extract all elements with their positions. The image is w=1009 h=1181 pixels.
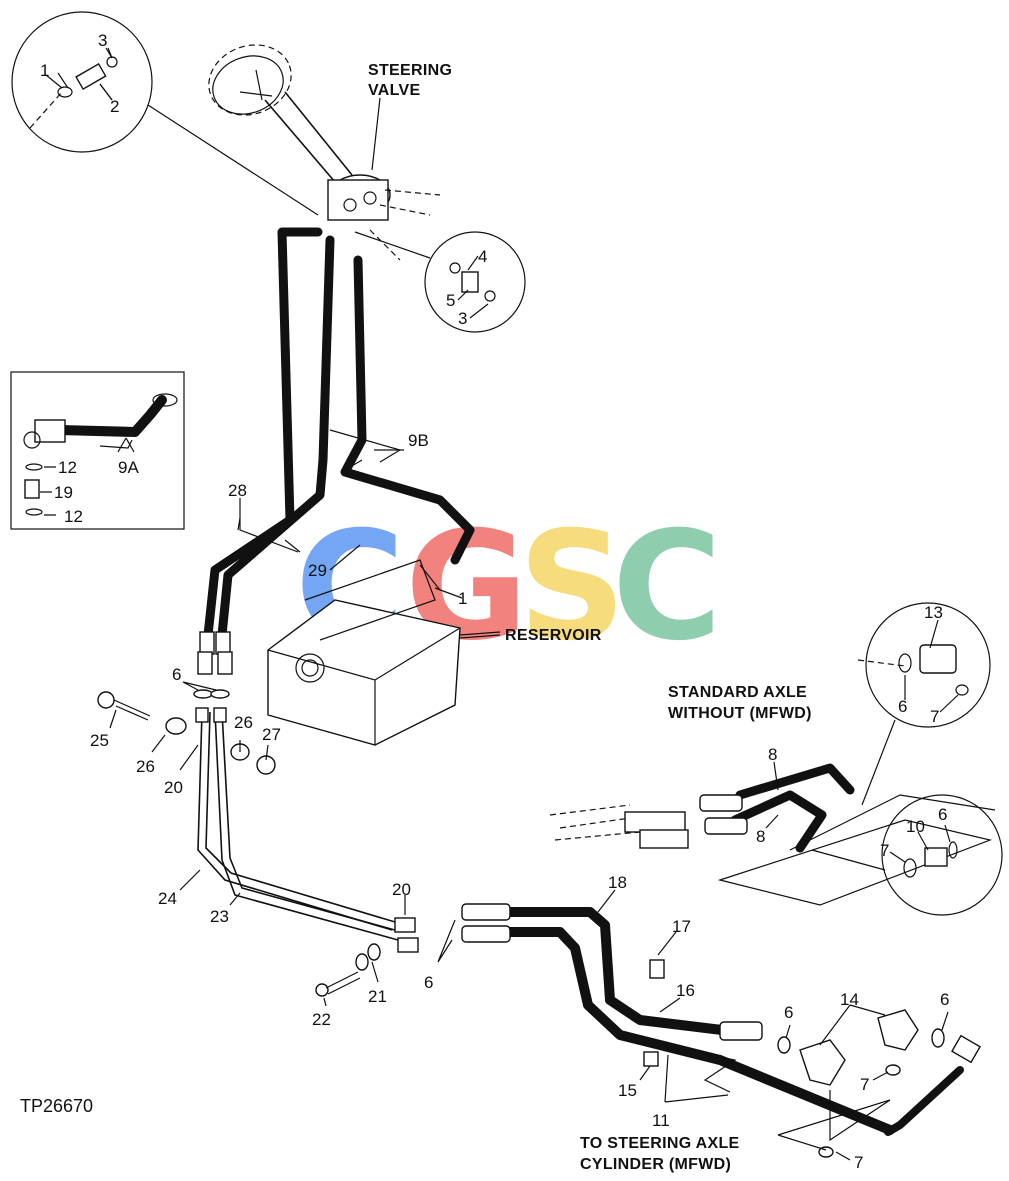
- callout: 7: [880, 841, 889, 860]
- callout: 4: [478, 247, 487, 266]
- callout: 12: [58, 458, 77, 477]
- callout: 6: [898, 697, 907, 716]
- elbow-fittings: [799, 1009, 981, 1158]
- reservoir-label: RESERVOIR: [505, 627, 602, 644]
- callout: 21: [368, 987, 387, 1006]
- callout: 24: [158, 889, 177, 908]
- callout: 20: [164, 778, 183, 797]
- callout: 28: [228, 481, 247, 500]
- hoses-to-cylinder: [461, 903, 895, 1135]
- callout: 27: [262, 725, 281, 744]
- watermark-letter-c2: C: [612, 500, 722, 674]
- standard-axle-section: [549, 602, 1003, 916]
- callout: 9B: [408, 431, 429, 450]
- callout: 7: [854, 1153, 863, 1172]
- leader-lines: [40, 47, 959, 1161]
- callout-numbers: 1 2 3 4 5 3 9B 9A 12 19 12 28 29 1 6 25 …: [40, 31, 949, 1172]
- captions: STEERING VALVE RESERVOIR STANDARD AXLE W…: [20, 62, 812, 1173]
- callout: 12: [64, 507, 83, 526]
- callout: 25: [90, 731, 109, 750]
- steering-hoses: [197, 227, 475, 675]
- to-steering-label-line2: CYLINDER (MFWD): [580, 1156, 731, 1173]
- document-code: TP26670: [20, 1096, 93, 1116]
- steering-wheel: [208, 44, 441, 261]
- callout: 3: [98, 31, 107, 50]
- reservoir-tank: [267, 559, 501, 746]
- callout: 26: [234, 713, 253, 732]
- callout: 6: [172, 665, 181, 684]
- callout: 8: [756, 827, 765, 846]
- watermark-letter-s: S: [518, 500, 626, 674]
- callout: 6: [784, 1003, 793, 1022]
- steering-valve-label-line2: VALVE: [368, 82, 420, 99]
- callout: 18: [608, 873, 627, 892]
- standard-axle-label-line2: WITHOUT (MFWD): [668, 705, 812, 722]
- callout: 9A: [118, 458, 139, 477]
- standard-axle-label-line1: STANDARD AXLE: [668, 684, 807, 701]
- callout: 7: [860, 1075, 869, 1094]
- callout: 26: [136, 757, 155, 776]
- callout: 11: [652, 1111, 670, 1130]
- callout: 22: [312, 1010, 331, 1029]
- callout: 6: [940, 990, 949, 1009]
- callout: 2: [110, 97, 119, 116]
- callout: 15: [618, 1081, 637, 1100]
- to-steering-label-line1: TO STEERING AXLE: [580, 1135, 740, 1152]
- callout: 20: [392, 880, 411, 899]
- callout: 23: [210, 907, 229, 926]
- mounting-hardware: [97, 689, 381, 997]
- callout: 7: [930, 707, 939, 726]
- callout: 5: [446, 291, 455, 310]
- callout: 13: [924, 603, 943, 622]
- callout: 29: [308, 561, 327, 580]
- detail-circle-valve-fittings: [354, 231, 526, 333]
- callout: 17: [672, 917, 691, 936]
- callout: 1: [458, 589, 467, 608]
- callout: 19: [54, 483, 73, 502]
- callout: 6: [424, 973, 433, 992]
- callout: 8: [768, 745, 777, 764]
- callout: 16: [676, 981, 695, 1000]
- callout: 1: [40, 61, 49, 80]
- steering-valve-label-line1: STEERING: [368, 62, 452, 79]
- detail-box-9a: [10, 371, 185, 530]
- watermark: C G S C: [295, 500, 722, 674]
- steel-lines: [195, 707, 419, 953]
- detail-circle-steering-fittings: [11, 11, 319, 216]
- callout: 3: [458, 309, 467, 328]
- callout: 10: [906, 817, 925, 836]
- callout: 14: [840, 990, 859, 1009]
- callout: 6: [938, 805, 947, 824]
